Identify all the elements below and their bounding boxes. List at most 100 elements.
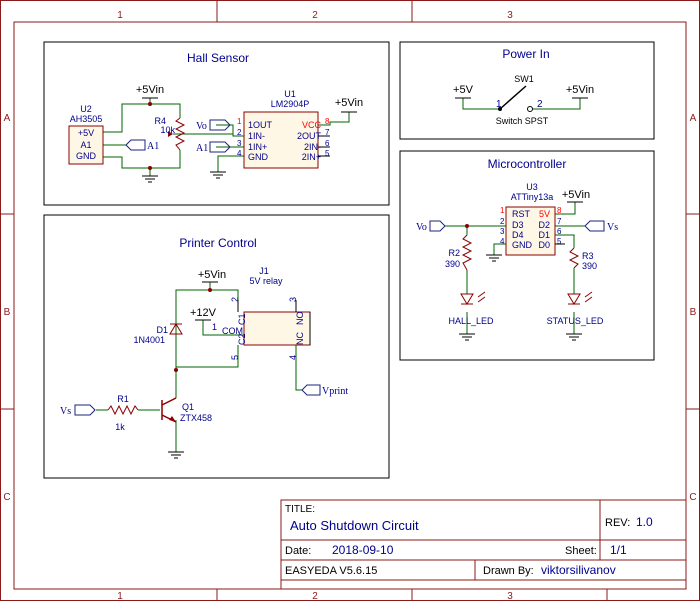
u2-pin-a1: A1 bbox=[80, 140, 91, 150]
r3-value: 390 bbox=[582, 261, 597, 271]
u3-ref: U3 bbox=[526, 182, 538, 192]
col-label-1: 1 bbox=[117, 10, 123, 21]
u1-part: LM2904P bbox=[271, 99, 310, 109]
u3-pin-5v: 5V bbox=[539, 209, 550, 219]
ground-icon bbox=[486, 254, 502, 262]
r2-resistor bbox=[461, 234, 473, 271]
j1-num-3: 3 bbox=[288, 297, 298, 302]
r3-ref: R3 bbox=[582, 251, 594, 261]
vo-net-port bbox=[209, 119, 231, 131]
u1-num-8: 8 bbox=[325, 117, 330, 126]
j1-pin-nc: NC bbox=[295, 332, 305, 345]
a1-in-net-port bbox=[209, 141, 231, 153]
d1-part: 1N4001 bbox=[133, 335, 165, 345]
date-value: 2018-09-10 bbox=[332, 543, 394, 557]
sw1-lever bbox=[499, 85, 527, 110]
u1-num-6: 6 bbox=[325, 139, 330, 148]
r1-value: 1k bbox=[115, 422, 125, 432]
u1-pin-gnd: GND bbox=[248, 152, 269, 162]
j1-pin-c1: C1 bbox=[237, 313, 247, 325]
r4-potentiometer bbox=[174, 117, 186, 151]
printer-12v-label: +12V bbox=[190, 307, 217, 319]
u1-ref: U1 bbox=[284, 89, 296, 99]
d1-ref: D1 bbox=[156, 325, 168, 335]
date-label: Date: bbox=[285, 545, 311, 557]
printer-vin-label: +5Vin bbox=[198, 269, 226, 281]
sw1-pin1: 1 bbox=[496, 99, 502, 110]
u1-pin-1in-minus: 1IN- bbox=[248, 131, 265, 141]
row-label-a: A bbox=[4, 113, 11, 124]
q1-transistor bbox=[161, 397, 177, 423]
u3-body bbox=[505, 206, 556, 256]
row-label-b-right: B bbox=[690, 307, 697, 318]
u1-num-1: 1 bbox=[237, 117, 242, 126]
mcu-vo-net-label: Vo bbox=[416, 222, 427, 233]
u3-pin-d4: D4 bbox=[512, 230, 524, 240]
mcu-vs-net-label: Vs bbox=[607, 222, 618, 233]
mcu-vo-net-port bbox=[429, 220, 446, 232]
u3-pin-d2: D2 bbox=[538, 220, 550, 230]
microcontroller-block bbox=[399, 150, 655, 361]
title-block: TITLE: Auto Shutdown Circuit REV: 1.0 Da… bbox=[280, 499, 687, 590]
mcu-vin-label: +5Vin bbox=[562, 189, 590, 201]
printer-control-block bbox=[43, 214, 390, 479]
ground-icon bbox=[566, 333, 582, 341]
d1-diode bbox=[169, 323, 183, 335]
u2-pin-5v: +5V bbox=[78, 128, 94, 138]
microcontroller-circuit: +5Vin Vo Vs U3 ATTiny13a RST D3 D4 GND 5… bbox=[416, 182, 618, 341]
u3-num-3: 3 bbox=[500, 227, 505, 236]
hall-sensor-circuit: +5Vin +5Vin U2 AH3505 +5V A1 GND R4 10k … bbox=[68, 84, 363, 183]
status-led bbox=[567, 291, 593, 305]
hall-sensor-title: Hall Sensor bbox=[187, 51, 249, 65]
power-vin-label: +5Vin bbox=[566, 84, 594, 96]
drawn-by-value: viktorsilivanov bbox=[541, 563, 616, 577]
mcu-vs-net-port bbox=[584, 220, 605, 232]
u3-pin-rst: RST bbox=[512, 209, 531, 219]
u3-num-7: 7 bbox=[557, 217, 562, 226]
rev-value: 1.0 bbox=[636, 515, 653, 529]
j1-num-4: 4 bbox=[288, 355, 298, 360]
u1-num-5: 5 bbox=[325, 149, 330, 158]
u3-num-5: 5 bbox=[557, 237, 562, 246]
j1-pin-c2: C2 bbox=[237, 333, 247, 345]
u1-num-4: 4 bbox=[237, 149, 242, 158]
u1-pin-vcc: VCC bbox=[302, 120, 322, 130]
u1-num-2: 2 bbox=[237, 128, 242, 137]
printer-control-title: Printer Control bbox=[179, 236, 256, 250]
u2-body bbox=[68, 125, 104, 165]
ground-icon bbox=[459, 333, 475, 341]
u1-num-3: 3 bbox=[237, 139, 242, 148]
vo-net-label: Vo bbox=[196, 121, 207, 132]
hall-led-label: HALL_LED bbox=[448, 316, 494, 326]
col-label-2-bottom: 2 bbox=[312, 591, 318, 601]
r4-ref: R4 bbox=[154, 116, 166, 126]
u3-pin-gnd: GND bbox=[512, 240, 533, 250]
sw1-ref: SW1 bbox=[514, 74, 534, 84]
r2-value: 390 bbox=[445, 259, 460, 269]
col-label-2: 2 bbox=[312, 10, 318, 21]
printer-control-circuit: +5Vin +12V J1 5V relay COM C1 C2 NO NC 1… bbox=[60, 266, 348, 459]
col-label-3-bottom: 3 bbox=[507, 591, 513, 601]
u3-pin-d1: D1 bbox=[538, 230, 550, 240]
title-value: Auto Shutdown Circuit bbox=[290, 518, 419, 533]
software-label: EASYEDA V5.6.15 bbox=[285, 565, 377, 577]
u3-num-6: 6 bbox=[557, 227, 562, 236]
sw1-pin2: 2 bbox=[537, 99, 543, 110]
row-label-a-right: A bbox=[690, 113, 697, 124]
r3-resistor bbox=[568, 247, 580, 269]
title-label: TITLE: bbox=[285, 504, 315, 515]
u3-num-4: 4 bbox=[500, 237, 505, 246]
hall-led bbox=[460, 291, 486, 305]
j1-pin-com: COM bbox=[222, 326, 243, 336]
vs-net-port bbox=[74, 404, 96, 416]
r4-wiper-arrow-icon bbox=[168, 131, 173, 137]
u1-pin-2out: 2OUT bbox=[297, 131, 322, 141]
a1-net-label: A1 bbox=[147, 141, 159, 152]
row-label-c: C bbox=[3, 492, 10, 503]
power-in-block bbox=[399, 41, 655, 140]
u1-pin-1out: 1OUT bbox=[248, 120, 273, 130]
sheet-value: 1/1 bbox=[610, 543, 627, 557]
microcontroller-title: Microcontroller bbox=[488, 157, 567, 171]
power-in-title: Power In bbox=[502, 47, 549, 61]
